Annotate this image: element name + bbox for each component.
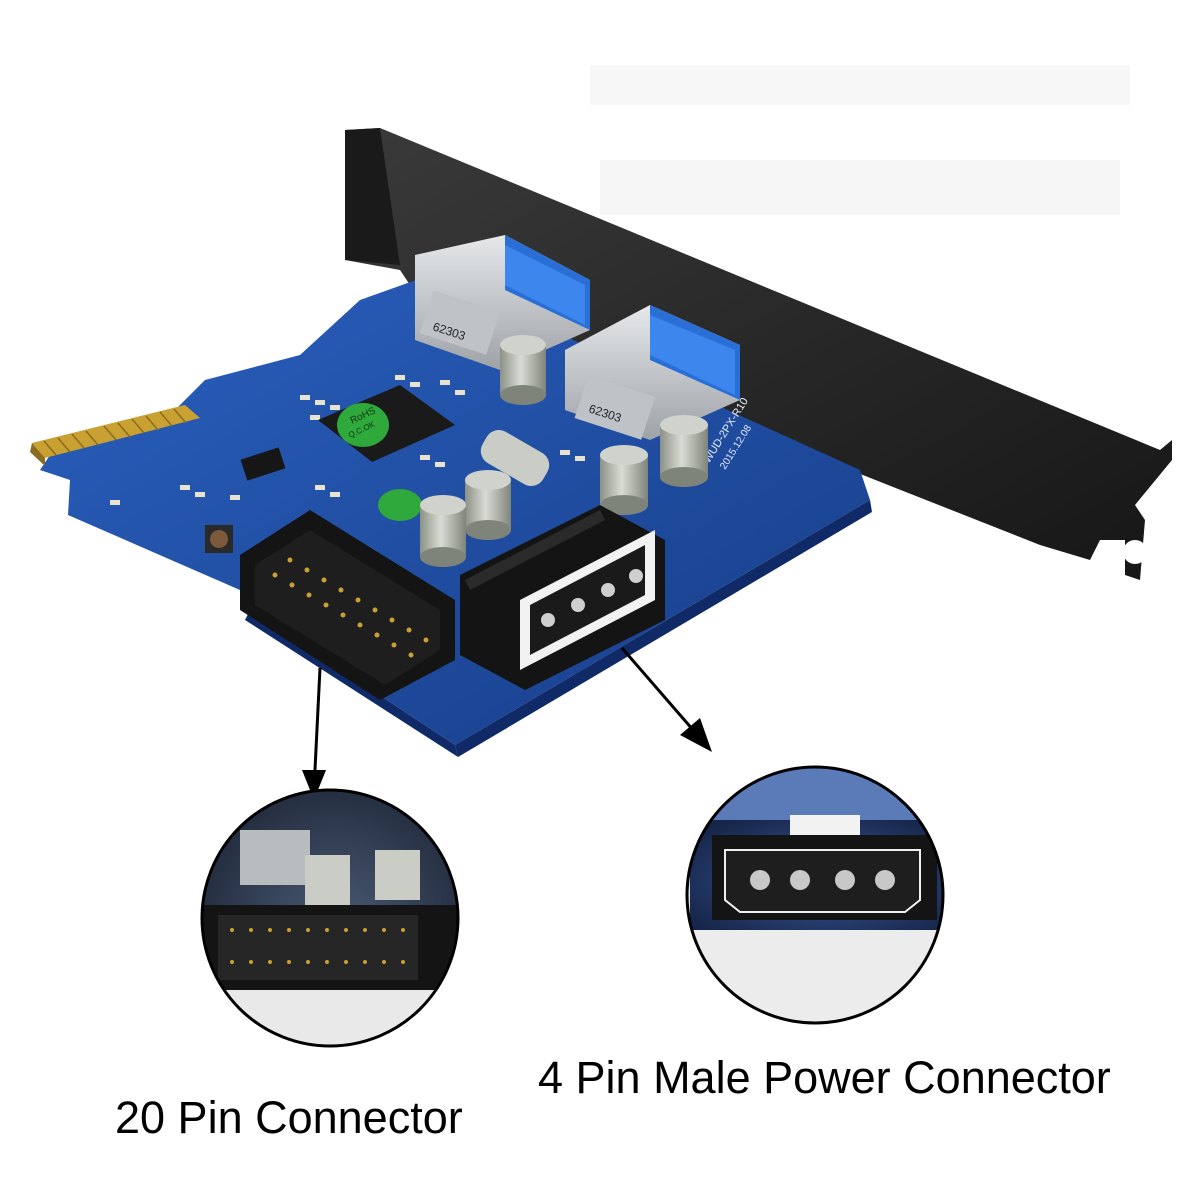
watermark-band: [590, 65, 1130, 105]
watermark-band-2: [600, 160, 1120, 215]
usb-port-1: 62303: [415, 235, 590, 370]
smd-components: [110, 375, 585, 505]
pcie-bracket: [345, 128, 1172, 580]
zoom-circle-four-pin: [685, 765, 945, 1025]
pcie-gold-fingers: [30, 405, 200, 466]
usb-port-2: 62303: [565, 305, 740, 440]
caption-four-pin-connector: 4 Pin Male Power Connector: [538, 1052, 1111, 1103]
arrow-down-icon: [302, 667, 326, 800]
crystal-oscillator: [480, 430, 550, 486]
zoom-circle-twenty-pin: [200, 788, 460, 1048]
qc-sticker: [378, 489, 422, 521]
usb-controller-chip: RoHS Q.C.OK: [318, 385, 455, 462]
caption-twenty-pin-connector: 20 Pin Connector: [115, 1092, 463, 1143]
capacitors: [420, 335, 708, 567]
arrow-down-right-icon: [620, 647, 712, 752]
twenty-pin-header: [240, 510, 455, 700]
four-pin-molex: [460, 505, 665, 690]
eeprom-chip: [240, 447, 286, 481]
